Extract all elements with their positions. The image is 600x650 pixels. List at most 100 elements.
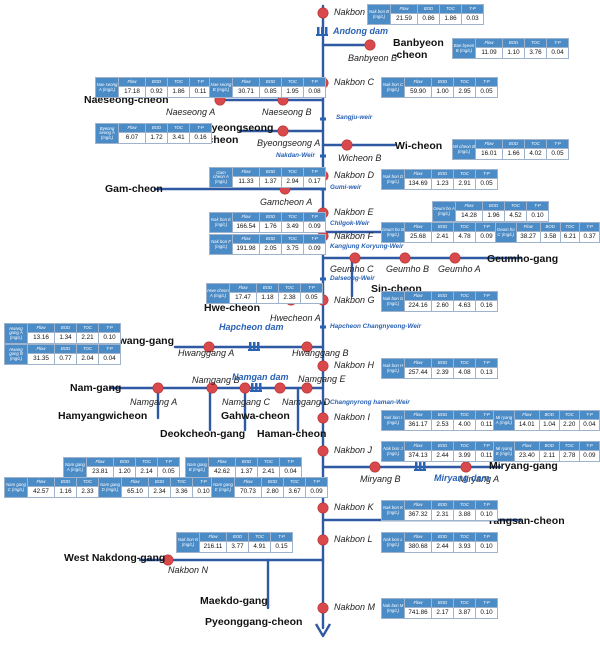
station-label-geumhoC: Geumho C: [330, 264, 374, 274]
table-value: 4.02: [524, 148, 547, 160]
table-value: 16.01: [475, 148, 503, 160]
table-header: TOC: [453, 77, 476, 87]
table-value: 0.05: [157, 466, 180, 478]
river-label-geumho: Geumho-gang: [487, 253, 559, 265]
table-value: 21.59: [390, 13, 418, 25]
table-header: Flow: [475, 38, 503, 48]
station-marker-nakbonI: [317, 412, 329, 424]
table-header: Flow: [513, 410, 540, 420]
river-label-deokcheon: Deokcheon-gang: [160, 428, 246, 440]
table-value: 3.93: [453, 541, 476, 553]
table-value: 2.04: [76, 353, 99, 365]
table-station-label: Mi ryang B (mg/L): [493, 441, 515, 462]
table-value: 0.04: [279, 466, 302, 478]
table-value: 25.68: [404, 231, 432, 243]
table-header: BOD: [431, 291, 454, 301]
table-value: 1.72: [145, 132, 168, 144]
river-label-gam: Gam-cheon: [105, 183, 163, 195]
table-header: TOC: [135, 457, 158, 467]
table-header: TOC: [524, 139, 547, 149]
table-value: 2.41: [257, 466, 280, 478]
table-header: T-P: [157, 457, 180, 467]
table-header: Flow: [390, 4, 418, 14]
table-station-label: Nak bon F (mg/L): [209, 234, 233, 255]
table-value: 6.21: [559, 231, 581, 243]
table-header: TOC: [281, 77, 304, 87]
weir-icon: [320, 117, 326, 121]
table-header: T-P: [546, 139, 569, 149]
station-label-nakbonN: Nakbon N: [168, 565, 209, 575]
table-value: 4.91: [248, 541, 271, 553]
table-value: 1.37: [235, 466, 258, 478]
table-value: 30.71: [232, 86, 260, 98]
table-header: T-P: [98, 344, 121, 354]
table-header: BOD: [259, 167, 282, 177]
table-value: 17.18: [118, 86, 146, 98]
table-value: 3.36: [170, 486, 193, 498]
table-header: TOC: [558, 410, 580, 420]
station-label-nakbonH: Nakbon H: [334, 360, 375, 370]
weir-icon: [320, 277, 326, 281]
river-label-naeseong: Naeseong-cheon: [84, 94, 169, 106]
table-header: T-P: [526, 201, 549, 211]
table-header: TOC: [167, 77, 190, 87]
station-label-nakbonJ: Nakbon J: [334, 445, 373, 455]
station-label-nakbonC: Nakbon C: [334, 77, 375, 87]
table-value: 1.04: [538, 419, 560, 431]
table-header: T-P: [475, 598, 498, 608]
table-value: 257.44: [404, 367, 432, 379]
dam-icon: [414, 462, 426, 471]
station-label-nakbonI: Nakbon I: [334, 412, 371, 422]
table-value: 2.14: [135, 466, 158, 478]
table-header: TOC: [170, 477, 193, 487]
station-marker-nakbonB: [317, 7, 329, 19]
table-value: 14.28: [455, 210, 483, 222]
table-value: 3.99: [453, 450, 476, 462]
river-label-pyeonggang: Pyeonggang-cheon: [205, 616, 303, 628]
table-header: BOD: [54, 323, 77, 333]
table-value: 0.11: [189, 86, 212, 98]
table-value: 0.04: [578, 419, 600, 431]
dam-label-namgang: Namgan dam: [232, 372, 289, 382]
table-value: 361.17: [404, 419, 432, 431]
river-label-hwang: Hwang-gang: [111, 335, 174, 347]
station-marker-nakbonJ: [317, 445, 329, 457]
table-header: TOC: [558, 441, 580, 451]
river-label-byeongseong: Byeongseong -cheon: [204, 122, 274, 146]
table-station-label: Nak bon H (mg/L): [381, 358, 405, 379]
table-value: 2.34: [148, 486, 171, 498]
station-label-hwanggangB: Hwanggang B: [292, 348, 349, 358]
weir-label-gumi: Gumi-weir: [330, 184, 362, 191]
table-header: TOC: [559, 222, 581, 232]
table-value: 4.63: [453, 300, 476, 312]
table-value: 3.75: [281, 243, 304, 255]
river-label-nam: Nam-gang: [70, 382, 122, 394]
table-header: T-P: [303, 167, 326, 177]
table-value: 14.01: [513, 419, 540, 431]
river-label-banbyeon: Banbyeon -cheon: [393, 37, 444, 61]
table-value: 70.73: [234, 486, 262, 498]
river-label-maekdo: Maekdo-gang: [200, 595, 268, 607]
table-value: 2.53: [431, 419, 454, 431]
table-header: BOD: [54, 477, 77, 487]
table-value: 0.16: [475, 300, 498, 312]
table-station-label: Nam gang A (mg/L): [63, 457, 87, 478]
table-header: BOD: [431, 441, 454, 451]
table-header: BOD: [259, 77, 282, 87]
table-station-label: Nak bon G (mg/L): [381, 291, 405, 312]
table-header: Flow: [404, 441, 432, 451]
station-label-nakbonM: Nakbon M: [334, 602, 376, 612]
table-header: Flow: [404, 410, 432, 420]
table-value: 0.10: [475, 607, 498, 619]
table-header: Flow: [404, 358, 432, 368]
table-header: Flow: [232, 77, 260, 87]
table-station-label: Nae seong B (mg/L): [209, 77, 233, 98]
